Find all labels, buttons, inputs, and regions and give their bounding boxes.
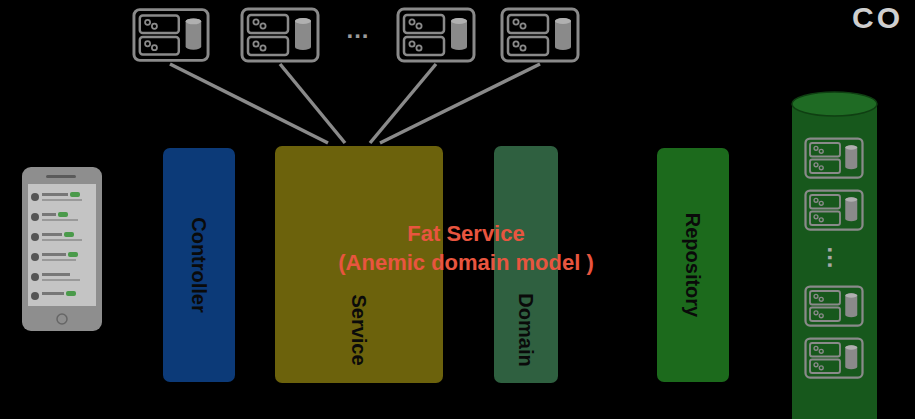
server-icon <box>806 139 863 178</box>
server-links <box>170 64 540 143</box>
avatar <box>31 273 39 281</box>
text-line <box>42 239 82 241</box>
phone-speaker <box>46 175 76 178</box>
overlay-note: (Anemic domain model ) <box>338 251 593 275</box>
server-icon <box>502 9 578 61</box>
phone-body <box>22 167 102 331</box>
text-line <box>42 199 82 201</box>
overlay-note: Fat Service <box>407 222 524 246</box>
cylinder-body <box>792 104 877 419</box>
tag <box>64 232 74 237</box>
text-line <box>42 219 78 221</box>
server-icon <box>806 287 863 326</box>
corner-title: CO <box>852 1 903 34</box>
avatar <box>31 193 39 201</box>
server-icon <box>134 10 208 61</box>
text-line <box>42 233 62 236</box>
text-line <box>42 279 80 281</box>
avatar <box>31 213 39 221</box>
text-line <box>42 253 66 256</box>
link-line <box>170 64 328 143</box>
tag <box>70 192 80 197</box>
avatar <box>31 292 39 300</box>
text-line <box>42 273 70 276</box>
layer-box: Repository <box>657 148 729 382</box>
layer-box: Controller <box>163 148 235 382</box>
home-button <box>57 314 67 324</box>
server-icon <box>398 9 474 61</box>
server-icon <box>242 9 318 61</box>
text-line <box>42 213 56 216</box>
link-line <box>380 64 540 143</box>
phone-screen <box>28 184 96 306</box>
tag <box>58 212 68 217</box>
layer-name: Controller <box>189 217 209 313</box>
server-icon <box>806 191 863 230</box>
text-line <box>42 292 64 295</box>
text-line <box>42 193 68 196</box>
text-line <box>42 259 76 261</box>
ellipsis: ... <box>823 246 849 269</box>
server-icon <box>806 339 863 378</box>
avatar <box>31 253 39 261</box>
tag <box>68 252 78 257</box>
layer-name: Repository <box>683 213 703 317</box>
layer-name: Service <box>349 294 369 365</box>
avatar <box>31 233 39 241</box>
layer-name: Domain <box>516 293 536 366</box>
screen-list <box>31 192 82 300</box>
phone-illustration <box>22 167 102 331</box>
ellipsis: ... <box>346 17 369 43</box>
database-cylinder <box>792 92 877 419</box>
cylinder-top <box>792 92 877 116</box>
tag <box>66 291 76 296</box>
link-line <box>280 64 345 143</box>
